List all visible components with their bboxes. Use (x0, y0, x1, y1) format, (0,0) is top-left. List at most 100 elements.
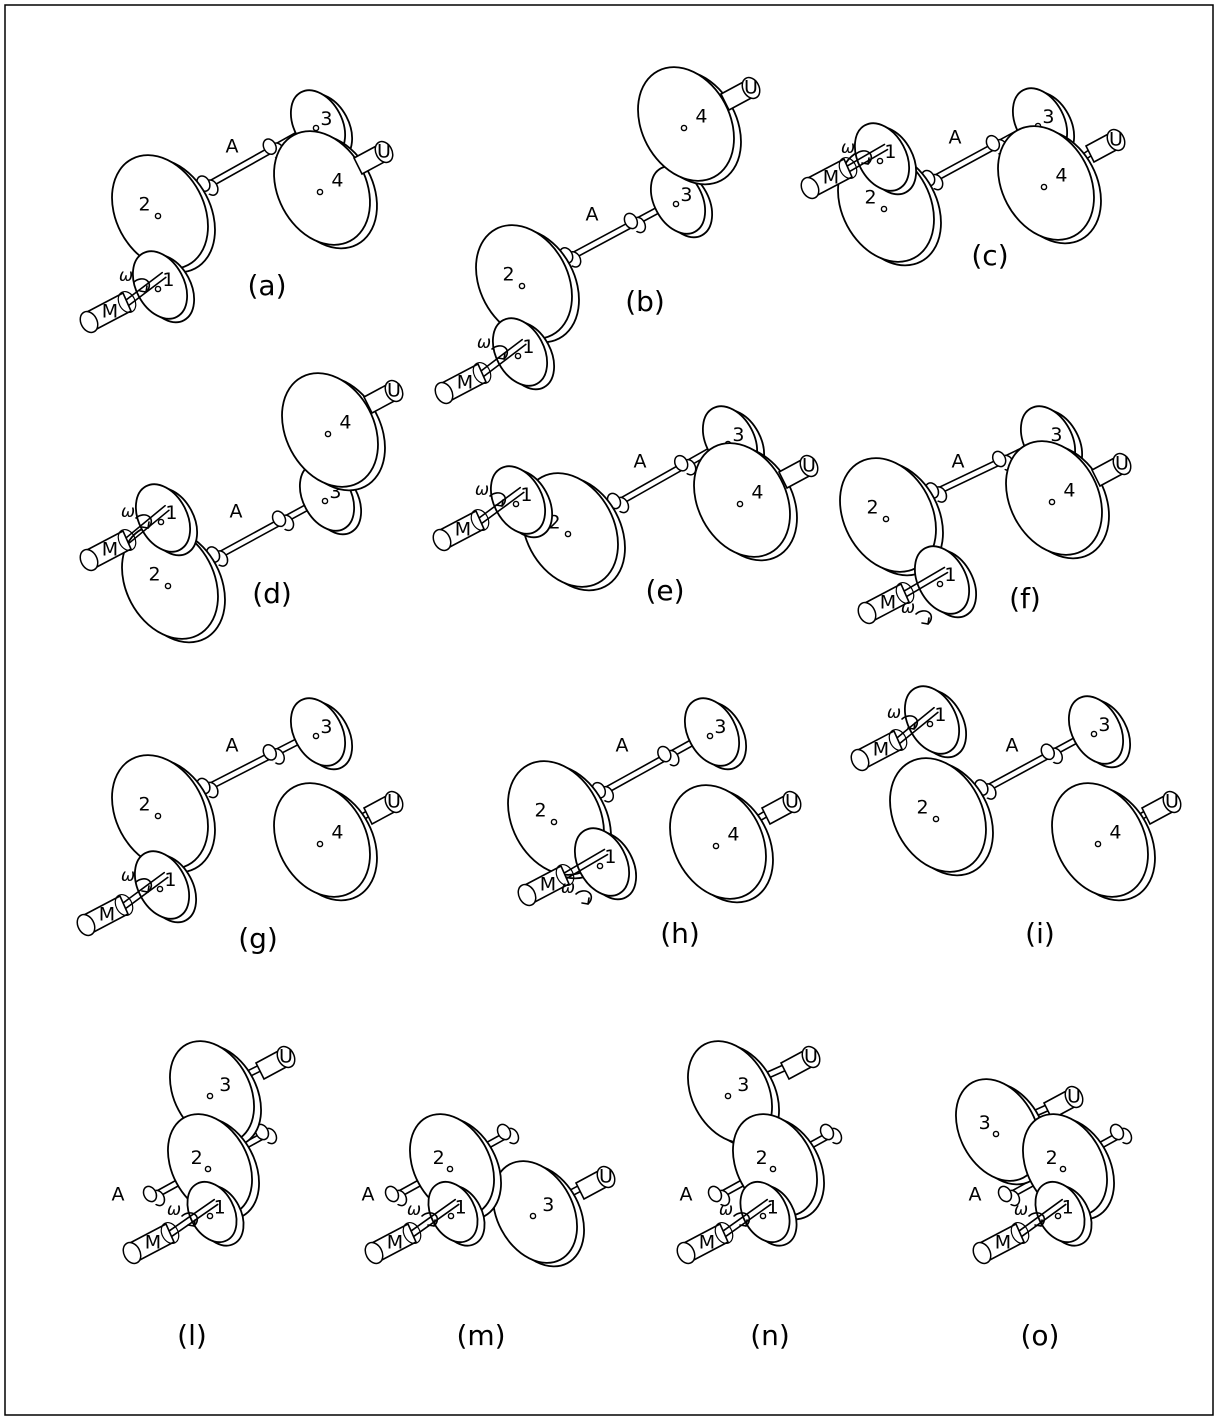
wheel-center-hole (596, 862, 604, 870)
wheel-center-hole (447, 1212, 455, 1220)
wheel-2: 2 (121, 524, 226, 644)
wheel-3: 3 (683, 697, 748, 771)
wheel-center-hole (564, 530, 572, 538)
user-label: U (802, 455, 816, 477)
wheel-number-label: 2 (917, 796, 929, 818)
wheel-center-hole (156, 885, 164, 893)
wheel-center-hole (316, 188, 324, 196)
wheel-4: 4 (273, 130, 378, 250)
shaft-bearing (673, 454, 697, 476)
user-label: U (377, 141, 391, 163)
shaft-a-label: A (112, 1184, 125, 1206)
angular-velocity-marker: ω (119, 266, 151, 293)
wheel-1: 1 (853, 122, 918, 196)
wheel-center-hole (518, 282, 526, 290)
wheel-number-label: 2 (865, 186, 877, 208)
wheel-number-label: 4 (695, 105, 707, 127)
shaft-a-label: A (969, 1184, 982, 1206)
wheel-center-hole (512, 500, 520, 508)
user-label: U (744, 77, 758, 99)
shaft-a-label: A (362, 1184, 375, 1206)
figure-caption: (c) (971, 239, 1008, 272)
angular-velocity-marker: ω (407, 1200, 439, 1227)
wheel-center-hole (204, 1165, 212, 1173)
omega-label: ω (121, 866, 135, 886)
motor: M (850, 728, 908, 772)
wheel-number-label: 2 (139, 193, 151, 215)
wheel-number-label: 3 (320, 108, 332, 130)
omega-label: ω (901, 598, 915, 618)
motor: M (676, 1221, 734, 1265)
shaft-bearing (271, 510, 295, 532)
wheel-number-label: 2 (433, 1147, 445, 1169)
user-label: U (785, 791, 799, 813)
wheel-number-label: 3 (732, 424, 744, 446)
wheel-number-label: 2 (867, 496, 879, 518)
wheel-number-label: 1 (944, 564, 956, 586)
user-label: U (599, 1166, 613, 1188)
wheel-center-hole (769, 1165, 777, 1173)
shaft-a-label: A (586, 204, 599, 226)
wheel-1: 1 (913, 545, 978, 619)
angular-velocity-marker: ω (475, 480, 507, 507)
wheel-number-label: 3 (680, 184, 692, 206)
wheel-center-hole (1054, 1212, 1062, 1220)
wheel-number-label: 3 (219, 1074, 231, 1096)
wheel-center-hole (154, 285, 162, 293)
wheel-center-hole (154, 212, 162, 220)
wheel-center-hole (157, 518, 165, 526)
wheel-number-label: 2 (503, 263, 515, 285)
shaft-bearing (657, 745, 680, 767)
wheel-center-hole (1040, 183, 1048, 191)
wheel-number-label: 1 (884, 141, 896, 163)
motor: M (800, 156, 858, 200)
motor: M (122, 1221, 180, 1265)
omega-label: ω (167, 1200, 181, 1220)
wheel-number-label: 3 (737, 1074, 749, 1096)
figure-caption: (n) (750, 1319, 790, 1352)
shaft-a-label: A (949, 127, 962, 149)
omega-label: ω (477, 333, 491, 353)
omega-label: ω (719, 1200, 733, 1220)
user-load: U (362, 380, 404, 415)
wheel-center-hole (876, 157, 884, 165)
motor: M (432, 508, 490, 552)
wheel-number-label: 2 (756, 1147, 768, 1169)
motor-label: M (457, 372, 473, 394)
shaft-bearing (1040, 743, 1064, 765)
wheel-center-hole (880, 205, 888, 213)
wheel-1: 1 (134, 483, 199, 557)
user-label: U (1165, 791, 1179, 813)
user-load: U (1140, 791, 1182, 826)
wheel-center-hole (529, 1212, 537, 1220)
wheel-number-label: 1 (165, 502, 177, 524)
wheel-center-hole (992, 1130, 1000, 1138)
user-load: U (760, 791, 802, 826)
wheel-center-hole (514, 352, 522, 360)
motor-label: M (823, 167, 839, 189)
figure-caption: (m) (456, 1319, 505, 1352)
motor-label: M (145, 1232, 161, 1254)
user-load: U (574, 1166, 616, 1201)
wheel-number-label: 4 (339, 411, 351, 433)
omega-label: ω (887, 703, 901, 723)
wheel-number-label: 1 (1062, 1197, 1074, 1219)
shaft-bearing (623, 212, 647, 234)
motor-label: M (540, 874, 556, 896)
wheel-1: 1 (186, 1181, 245, 1247)
figure-caption: (d) (252, 577, 292, 610)
wheel-center-hole (324, 430, 332, 438)
shaft-a-label: A (680, 1184, 693, 1206)
user-label: U (387, 380, 401, 402)
wheel-center-hole (154, 812, 162, 820)
wheel-number-label: 1 (164, 869, 176, 891)
user-load: U (1090, 453, 1132, 488)
wheel-3: 3 (289, 697, 354, 771)
wheel-number-label: 3 (979, 1112, 991, 1134)
figure-caption: (i) (1025, 917, 1055, 950)
